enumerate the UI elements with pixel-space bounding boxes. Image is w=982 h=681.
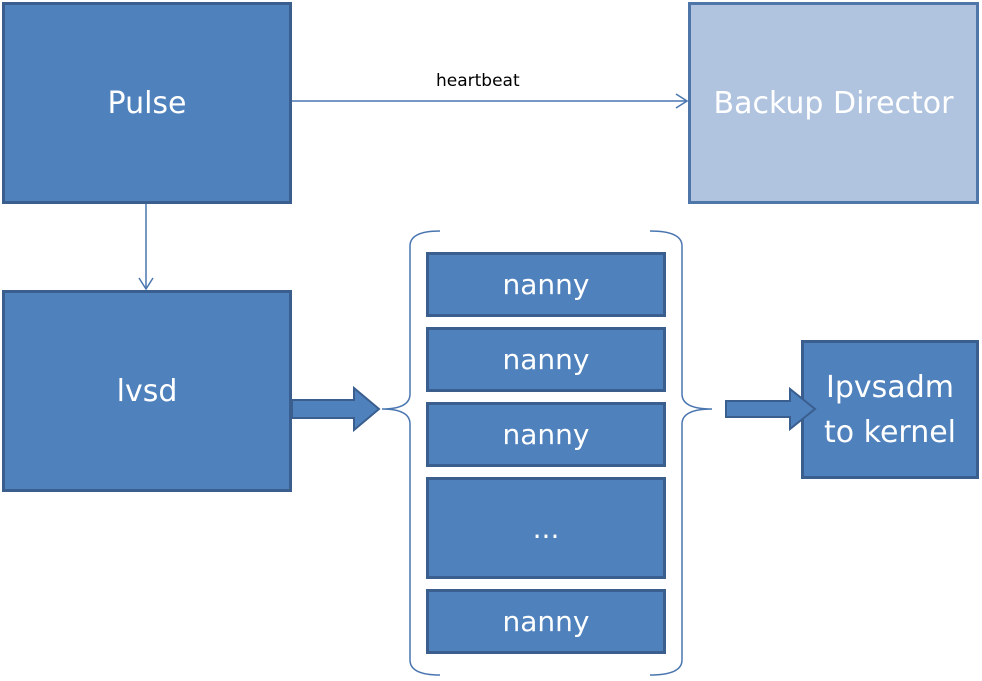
- left-brace: [381, 230, 441, 676]
- ipvsadm-label: Ipvsadm to kernel: [824, 365, 956, 455]
- nanny-label: nanny: [502, 605, 590, 638]
- nannies-to-ipvsadm-arrow: [725, 386, 817, 432]
- nanny-label: nanny: [502, 343, 590, 376]
- ipvsadm-label-line1: Ipvsadm: [826, 369, 954, 405]
- backup-director-node: Backup Director: [688, 2, 979, 204]
- pulse-node: Pulse: [2, 2, 292, 204]
- nanny-node: nanny: [426, 402, 666, 467]
- nanny-node: nanny: [426, 327, 666, 392]
- backup-director-label: Backup Director: [713, 85, 954, 121]
- pulse-to-lvsd-arrow: [138, 204, 154, 291]
- lvsd-node: lvsd: [2, 290, 292, 492]
- ellipsis-node: ...: [426, 477, 666, 579]
- nanny-label: nanny: [502, 418, 590, 451]
- pulse-label: Pulse: [107, 85, 187, 121]
- ipvsadm-label-line2: to kernel: [823, 414, 957, 450]
- nanny-node: nanny: [426, 252, 666, 317]
- nanny-node: nanny: [426, 589, 666, 654]
- right-brace: [649, 230, 713, 676]
- heartbeat-arrow: [292, 93, 689, 109]
- nanny-label: nanny: [502, 268, 590, 301]
- ellipsis-label: ...: [532, 511, 560, 545]
- heartbeat-label: heartbeat: [436, 71, 520, 91]
- lvsd-label: lvsd: [116, 373, 178, 409]
- lvsd-to-nannies-arrow: [291, 385, 381, 433]
